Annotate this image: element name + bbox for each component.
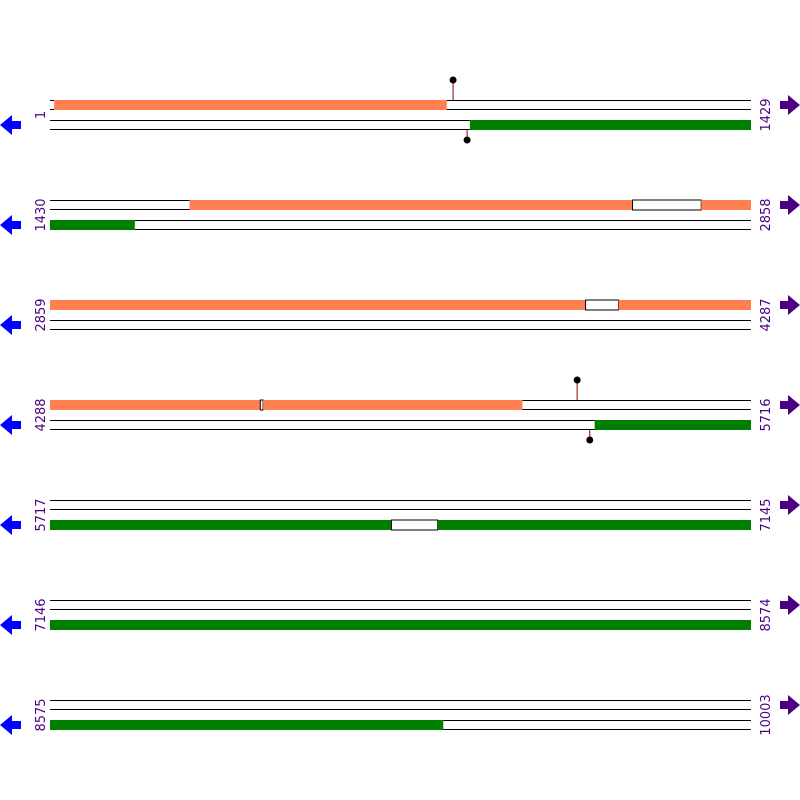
forward-gap-segment	[585, 299, 620, 311]
row-start-coordinate: 7146	[34, 598, 49, 631]
forward-feature-segment	[701, 200, 751, 210]
reverse-feature-segment	[469, 120, 751, 130]
map-row: 8575 10003	[0, 694, 800, 736]
row-end-coordinate: 1429	[759, 98, 774, 131]
map-row: 5717 7145	[0, 495, 800, 535]
forward-feature-segment	[263, 400, 523, 410]
row-end-coordinate: 7145	[759, 498, 774, 531]
map-row: 1430 2858	[0, 195, 800, 235]
forward-feature-segment	[50, 400, 261, 410]
row-end-coordinate: 10003	[759, 694, 774, 735]
arrow-right-icon	[780, 195, 800, 215]
row-end-coordinate: 2858	[759, 198, 774, 231]
forward-track-segment	[50, 700, 751, 710]
row-end-coordinate: 5716	[759, 398, 774, 431]
arrow-right-icon	[780, 295, 800, 315]
reverse-track-segment	[134, 220, 751, 230]
map-row: 4288 5716	[0, 376, 800, 444]
arrow-right-icon	[780, 95, 800, 115]
reverse-feature-segment	[50, 220, 135, 230]
arrow-left-icon	[0, 215, 21, 235]
reverse-site-marker	[463, 130, 471, 144]
reverse-feature-segment	[50, 620, 751, 630]
row-start-coordinate: 4288	[34, 398, 49, 431]
forward-feature-segment	[189, 200, 633, 210]
row-end-coordinate: 4287	[759, 298, 774, 331]
forward-feature-segment	[54, 100, 447, 110]
reverse-feature-segment	[50, 520, 392, 530]
arrow-left-icon	[0, 415, 21, 435]
row-start-coordinate: 5717	[34, 498, 49, 531]
arrow-left-icon	[0, 615, 21, 635]
arrow-right-icon	[780, 595, 800, 615]
row-end-coordinate: 8574	[759, 598, 774, 631]
reverse-track-segment	[50, 120, 470, 130]
arrow-right-icon	[780, 395, 800, 415]
reverse-feature-segment	[594, 420, 751, 430]
forward-site-marker	[449, 76, 457, 100]
arrow-left-icon	[0, 715, 21, 735]
row-start-coordinate: 1	[34, 111, 49, 119]
reverse-site-marker	[586, 430, 594, 444]
reverse-feature-segment	[50, 720, 444, 730]
forward-site-marker	[573, 376, 581, 400]
forward-feature-segment	[50, 300, 586, 310]
forward-track-segment	[50, 200, 190, 210]
arrow-left-icon	[0, 515, 21, 535]
arrow-left-icon	[0, 115, 21, 135]
arrow-left-icon	[0, 315, 21, 335]
map-row: 2859 4287	[0, 295, 800, 335]
arrow-right-icon	[780, 695, 800, 715]
map-row: 1 1429	[0, 76, 800, 144]
reverse-gap-segment	[390, 519, 439, 531]
map-row: 7146 8574	[0, 595, 800, 635]
forward-track-segment	[50, 100, 55, 110]
reverse-track-segment	[50, 420, 595, 430]
row-start-coordinate: 8575	[34, 698, 49, 731]
forward-track-segment	[50, 600, 751, 610]
forward-gap-segment	[632, 199, 702, 211]
forward-track-segment	[446, 100, 751, 110]
reverse-track-segment	[443, 720, 751, 730]
forward-track-segment	[522, 400, 751, 410]
row-start-coordinate: 2859	[34, 298, 49, 331]
forward-track-segment	[50, 500, 751, 510]
forward-gap-segment	[259, 399, 264, 411]
forward-feature-segment	[618, 300, 751, 310]
reverse-track-segment	[50, 320, 751, 330]
arrow-right-icon	[780, 495, 800, 515]
row-start-coordinate: 1430	[34, 198, 49, 231]
reverse-feature-segment	[437, 520, 751, 530]
